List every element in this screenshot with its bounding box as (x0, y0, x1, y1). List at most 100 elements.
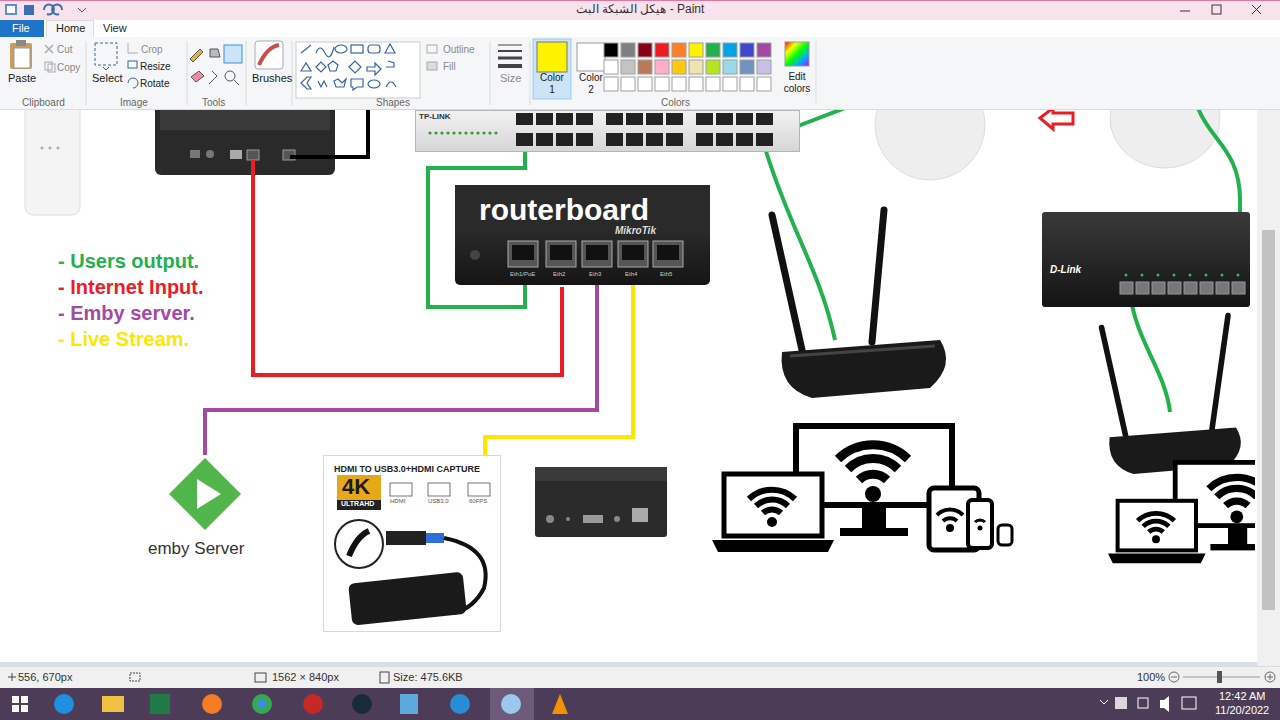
group-label: Image (120, 97, 148, 109)
tab-row (0, 20, 1280, 37)
rect-shape (632, 508, 648, 522)
path-shape (349, 61, 361, 73)
circle-shape (54, 694, 74, 714)
palette-swatch (655, 43, 669, 57)
rect-shape (862, 508, 886, 530)
rect-shape (622, 245, 644, 260)
path-shape (316, 62, 326, 72)
circle-shape (1141, 274, 1144, 277)
line-shape (246, 41, 247, 105)
path-shape (334, 79, 346, 87)
clock-text: 12:42 AM (1219, 690, 1265, 703)
line-shape (498, 64, 522, 68)
rect-shape (546, 241, 576, 267)
path-shape (210, 49, 220, 57)
path-shape (259, 45, 279, 65)
circle-shape (488, 131, 491, 134)
circle-shape (482, 131, 485, 134)
rect-shape (646, 113, 663, 125)
legend-text: - Internet Input. (58, 276, 204, 298)
rect-shape (224, 45, 242, 63)
ellipse-shape (335, 45, 347, 53)
rect-shape (25, 110, 80, 215)
circle-shape (470, 250, 480, 260)
rect-shape (12, 696, 19, 703)
circle-shape (352, 694, 372, 714)
group-label: Clipboard (22, 97, 65, 109)
device-label: D-Link (1050, 264, 1081, 276)
rect-shape (427, 45, 437, 53)
palette-swatch (655, 60, 669, 74)
path-shape (1267, 674, 1273, 680)
rect-shape (606, 133, 623, 146)
rect-shape (255, 41, 283, 69)
polyline-shape (290, 110, 368, 157)
rect-shape (102, 696, 124, 712)
line-shape (1180, 11, 1190, 12)
device-label: USB3.0 (428, 498, 449, 505)
rect-shape (490, 688, 534, 720)
line-shape (187, 41, 188, 105)
rect-shape (427, 62, 437, 70)
path-shape (103, 67, 109, 70)
palette-swatch (638, 77, 652, 91)
path-shape (367, 63, 381, 75)
rect-shape (337, 500, 381, 510)
rect-shape (535, 467, 667, 481)
group-label: Shapes (376, 97, 410, 109)
rect-shape (716, 133, 733, 146)
device-label: 4K (342, 474, 370, 499)
palette-swatch (672, 60, 686, 74)
path-shape (128, 43, 138, 53)
line-shape (816, 41, 817, 105)
path-shape (975, 520, 985, 522)
circle-shape (206, 150, 214, 158)
legend-text: - Live Stream. (58, 328, 189, 350)
circle-shape (41, 147, 44, 150)
g-shape (604, 43, 771, 91)
rect-shape (756, 113, 773, 125)
rect-shape (556, 133, 573, 146)
rect-shape (696, 133, 713, 146)
circle-shape (57, 147, 60, 150)
server-node: emby Server (145, 455, 270, 565)
rect-shape (348, 572, 467, 626)
line-shape (1212, 316, 1228, 430)
rect-shape (536, 113, 553, 125)
line-shape (498, 57, 522, 60)
rect-shape (736, 133, 753, 146)
palette-swatch (723, 77, 737, 91)
rect-shape (516, 133, 533, 146)
path-shape (328, 61, 338, 71)
path-shape (128, 78, 138, 88)
path-shape (316, 47, 334, 57)
tool-button: Color 1 (536, 72, 568, 95)
polygon-shape (197, 479, 221, 509)
palette-swatch (740, 77, 754, 91)
circle-shape (458, 131, 461, 134)
circle-shape (1189, 274, 1192, 277)
circle-shape (767, 517, 777, 527)
device-label: TP-LINK (419, 112, 451, 121)
line-shape (530, 41, 531, 105)
rect-shape (626, 133, 643, 146)
palette-swatch (638, 43, 652, 57)
rect-shape (696, 113, 713, 125)
rect-shape (653, 241, 683, 267)
rect-shape (785, 42, 809, 66)
rect-shape (296, 42, 420, 98)
rect-shape (390, 483, 412, 496)
taskbar-icons (0, 688, 1280, 720)
path-shape (349, 531, 369, 556)
circle-shape (476, 131, 479, 134)
device-label: HDMI TO USB3.0+HDMI CAPTURE (334, 464, 480, 474)
port-label: Eth1/PoE (510, 271, 535, 278)
rect-shape (1152, 282, 1165, 294)
rect-shape (48, 64, 55, 72)
device-label: routerboard (479, 193, 649, 228)
tool-button: Size (500, 72, 521, 85)
rect-shape (576, 113, 593, 125)
line-shape (498, 50, 522, 52)
path-shape (78, 8, 86, 12)
